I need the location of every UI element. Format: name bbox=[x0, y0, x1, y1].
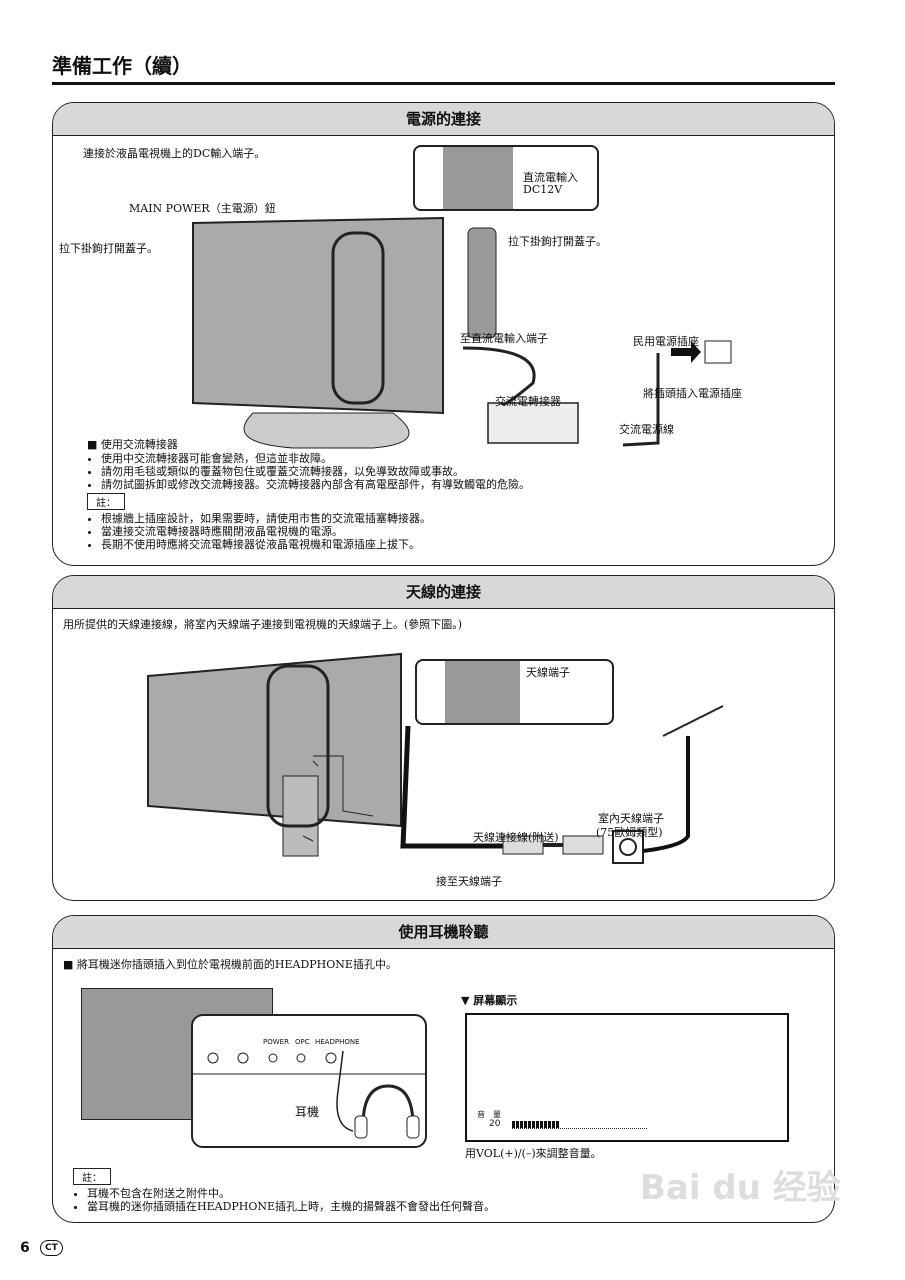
watermark-logo: Bai du 经验 bbox=[640, 1168, 841, 1208]
section-title: 使用耳機聆聽 bbox=[53, 916, 834, 949]
power-label: POWER bbox=[263, 1038, 289, 1046]
intro-text: ■ 將耳機迷你插頭插入到位於電視機前面的HEADPHONE插孔中。 bbox=[63, 958, 397, 971]
adapter-label: 交流電轉接器 bbox=[495, 395, 561, 408]
usage-heading: ■ 使用交流轉接器 bbox=[87, 438, 178, 451]
volume-bar bbox=[512, 1121, 647, 1129]
power-section: 電源的連接 連接於液晶電視機上的DC輸入端子。 MAIN POWER（主電源）鈕… bbox=[52, 102, 835, 566]
volume-bar-fill bbox=[512, 1121, 560, 1128]
note-item: 當連接交流電轉接器時應關閉液晶電視機的電源。 bbox=[101, 525, 647, 538]
tv-back-panel bbox=[445, 661, 520, 723]
front-panel-inset: POWER OPC HEADPHONE 耳機 bbox=[191, 1014, 427, 1148]
opc-label: OPC bbox=[295, 1038, 310, 1046]
cover-left-label: 拉下掛鉤打開蓋子。 bbox=[59, 242, 158, 255]
intro-text: 連接於液晶電視機上的DC輸入端子。 bbox=[83, 147, 266, 160]
usage-notes: ■ 使用交流轉接器 使用中交流轉接器可能會變熱，但這並非故障。 請勿用毛毯或類似… bbox=[87, 436, 647, 551]
cover-right-label: 拉下掛鉤打開蓋子。 bbox=[508, 235, 607, 248]
usage-item: 請勿試圖拆卸或修改交流轉接器。交流轉接器內部含有高電壓部件，有導致觸電的危險。 bbox=[101, 478, 647, 491]
note-label: 註： bbox=[73, 1168, 111, 1185]
antenna-terminal-inset bbox=[415, 659, 614, 725]
title-rule bbox=[52, 82, 835, 85]
headphone-drawing bbox=[193, 1050, 425, 1139]
antenna-illustration bbox=[147, 652, 724, 864]
earphone-label: 耳機 bbox=[295, 1105, 320, 1119]
ac-cord-label: 交流電源線 bbox=[619, 423, 674, 436]
usage-item: 使用中交流轉接器可能會變熱，但這並非故障。 bbox=[101, 452, 647, 465]
note-item: 長期不使用時應將交流電轉接器從液晶電視機和電源插座上拔下。 bbox=[101, 538, 647, 551]
dc-voltage-label: DC12V bbox=[523, 183, 563, 196]
cable-label: 天線連接線(附送) bbox=[473, 831, 559, 844]
power-illustration bbox=[192, 216, 732, 449]
screen-heading: ▼ 屏幕顯示 bbox=[461, 994, 518, 1007]
insert-plug-label: 將插頭插入電源插座 bbox=[643, 387, 742, 400]
section-title: 天線的連接 bbox=[53, 576, 834, 609]
outlet-label: 民用電源插座 bbox=[633, 335, 699, 348]
to-terminal-label: 接至天線端子 bbox=[436, 875, 502, 888]
main-power-label: MAIN POWER（主電源）鈕 bbox=[129, 202, 276, 215]
note-item: 耳機不包含在附送之附件中。 bbox=[87, 1187, 633, 1200]
section-title: 電源的連接 bbox=[53, 103, 834, 136]
headphone-section: 使用耳機聆聽 ■ 將耳機迷你插頭插入到位於電視機前面的HEADPHONE插孔中。… bbox=[52, 915, 835, 1223]
volume-instruction: 用VOL(+)/(–)來調整音量。 bbox=[465, 1147, 602, 1160]
language-badge: CT bbox=[40, 1240, 63, 1256]
intro-text: 用所提供的天線連接線，將室內天線端子連接到電視機的天線端子上。(參照下圖。) bbox=[63, 618, 463, 631]
tv-back-panel bbox=[443, 147, 513, 209]
dc-input-inset: 直流電輸入 DC12V bbox=[413, 145, 599, 211]
note-label: 註： bbox=[87, 493, 125, 510]
indoor-type-label: (75歐姆類型) bbox=[596, 826, 663, 839]
headphone-notes: 註： 耳機不包含在附送之附件中。 當耳機的迷你插頭插在HEADPHONE插孔上時… bbox=[73, 1166, 633, 1213]
page-title: 準備工作（續） bbox=[52, 54, 192, 78]
page-number: 6 bbox=[20, 1240, 30, 1256]
dc-input-label: 直流電輸入 bbox=[523, 171, 578, 184]
note-item: 根據牆上插座設計，如果需要時，請使用市售的交流電插塞轉接器。 bbox=[101, 512, 647, 525]
to-dc-label: 至直流電輸入端子 bbox=[460, 332, 548, 345]
volume-value: 20 bbox=[489, 1119, 501, 1129]
antenna-terminal-label: 天線端子 bbox=[526, 666, 570, 679]
headphone-label: HEADPHONE bbox=[315, 1038, 360, 1046]
screen-display: 音 量 20 bbox=[465, 1013, 789, 1142]
antenna-section: 天線的連接 用所提供的天線連接線，將室內天線端子連接到電視機的天線端子上。(參照… bbox=[52, 575, 835, 901]
note-item: 當耳機的迷你插頭插在HEADPHONE插孔上時，主機的揚聲器不會發出任何聲音。 bbox=[87, 1200, 633, 1213]
indoor-terminal-label: 室內天線端子 bbox=[598, 812, 664, 825]
volume-label: 音 量 bbox=[477, 1110, 501, 1119]
usage-item: 請勿用毛毯或類似的覆蓋物包住或覆蓋交流轉接器，以免導致故障或事故。 bbox=[101, 465, 647, 478]
